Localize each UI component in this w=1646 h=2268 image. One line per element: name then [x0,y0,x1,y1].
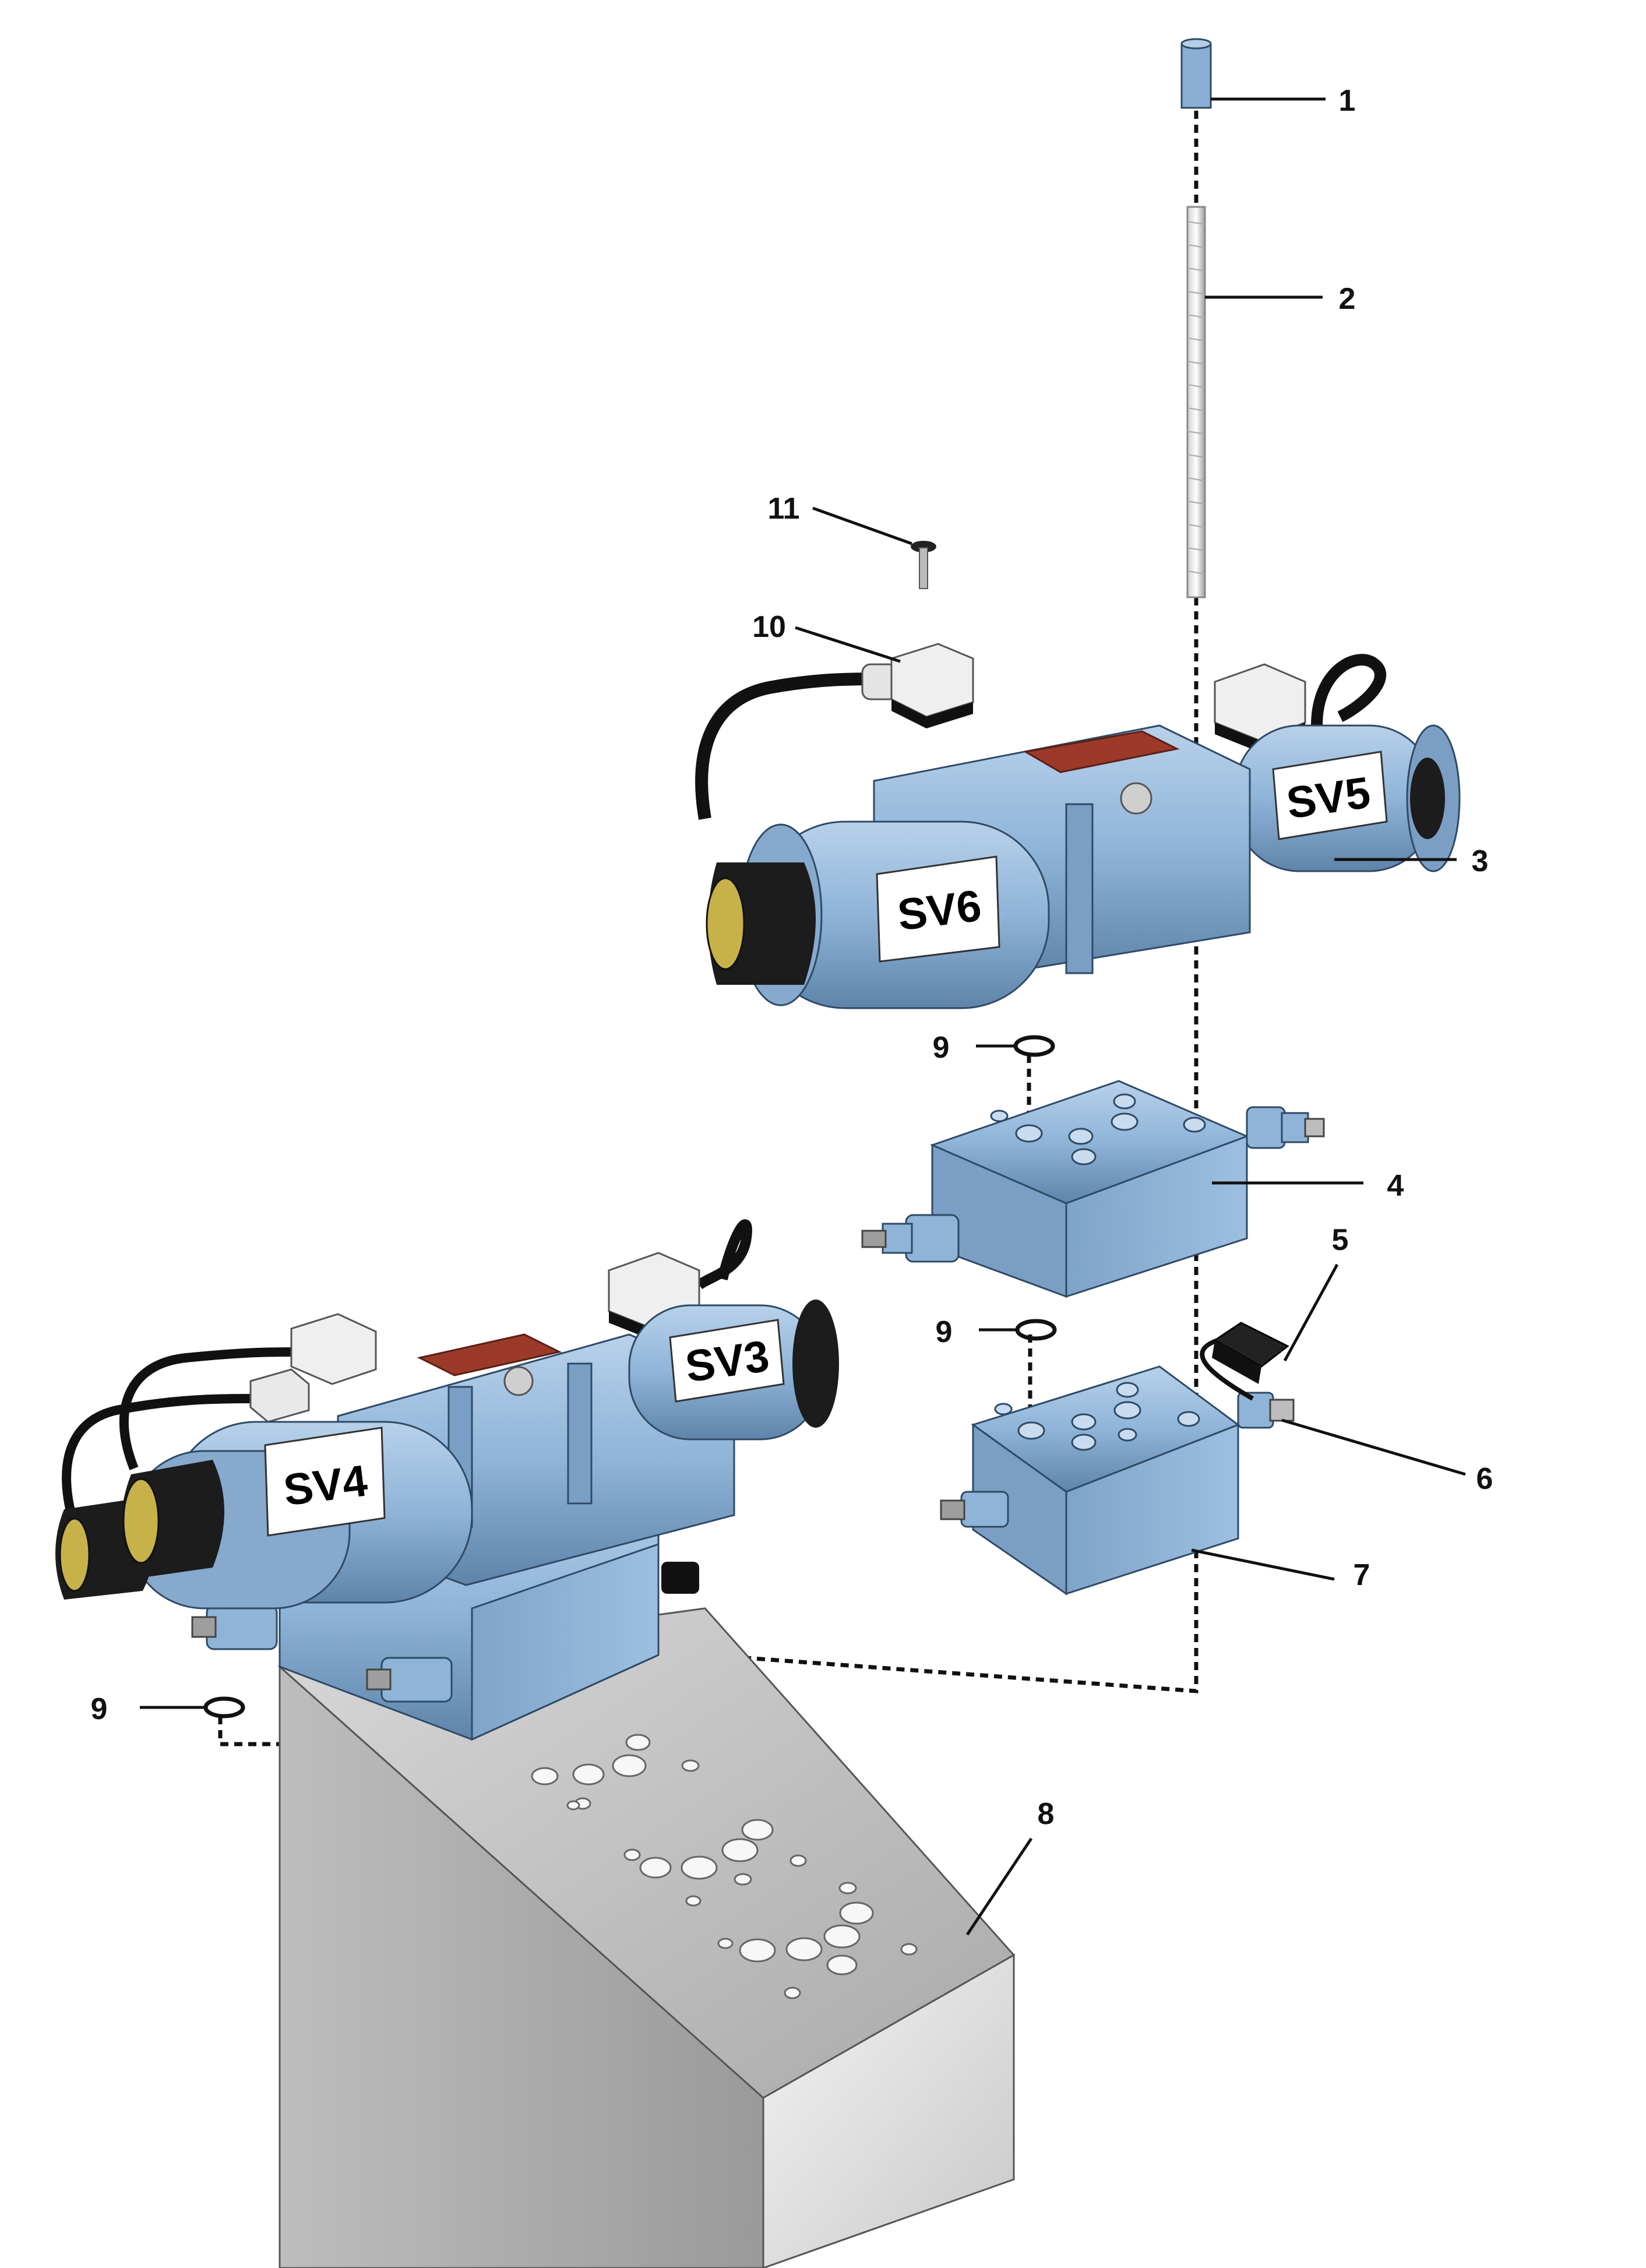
callout-10: 10 [752,610,786,644]
manifold-end-face [762,1953,1015,2268]
threaded-rod-2 [1186,206,1206,598]
label-sv3: SV3 [682,1331,772,1392]
o-ring-top [1013,1035,1055,1057]
callout-numbers: 1 2 3 4 5 6 7 8 9 9 9 10 11 [91,84,1493,1831]
valve-stack-lower [55,1219,839,1741]
o-ring-mid [1015,1319,1057,1341]
callout-11: 11 [768,492,800,526]
solenoid-valve-3 [706,654,1461,1009]
o-ring-left [203,1696,245,1718]
callout-7: 7 [1354,1558,1370,1592]
plug-connector-10 [695,643,974,820]
callout-2: 2 [1339,282,1356,316]
callout-9-top: 9 [933,1031,950,1065]
module-7 [940,1365,1295,1596]
label-sv5: SV5 [1284,767,1373,828]
callout-8: 8 [1038,1797,1055,1831]
label-sv6: SV6 [895,881,984,941]
leader-lines [140,97,1466,1936]
callout-3: 3 [1472,844,1489,878]
callout-6: 6 [1476,1462,1493,1496]
callout-5: 5 [1332,1223,1349,1257]
module-4 [861,1080,1325,1298]
cap-nut-1 [1180,38,1212,109]
callout-9-mid: 9 [936,1315,953,1349]
label-sv4: SV4 [281,1456,370,1516]
cap-5-with-strap [1200,1322,1289,1401]
callout-1: 1 [1339,84,1356,118]
valve-label-texts: SV5 SV6 SV3 SV4 [281,767,1373,1515]
callout-9-left: 9 [91,1692,108,1726]
manifold-ports [531,1734,918,1999]
callout-4: 4 [1387,1169,1404,1203]
screw-11 [911,541,936,589]
